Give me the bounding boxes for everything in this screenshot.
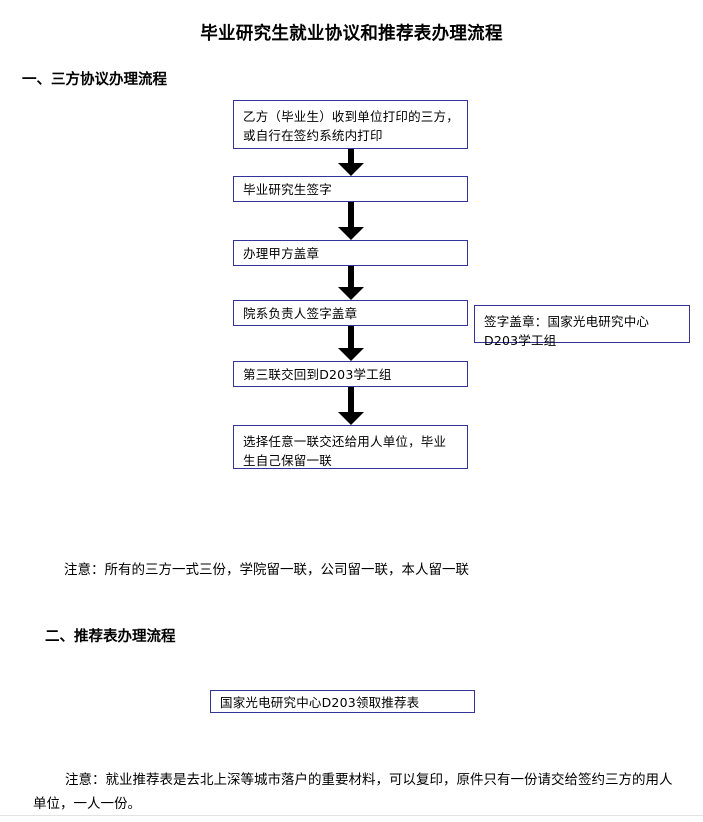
arrow-head (338, 287, 364, 300)
bottom-divider (0, 815, 703, 816)
arrow-shaft (348, 149, 354, 163)
flow-arrow-3 (338, 266, 364, 300)
section-heading-2: 二、推荐表办理流程 (45, 629, 176, 645)
arrow-head (338, 163, 364, 176)
page-title: 毕业研究生就业协议和推荐表办理流程 (200, 24, 503, 44)
flow-step-5: 第三联交回到D203学工组 (233, 361, 468, 387)
flow-step-6: 选择任意一联交还给用人单位，毕业 生自己保留一联 (233, 425, 468, 469)
flow-step-3: 办理甲方盖章 (233, 240, 468, 266)
arrow-head (338, 348, 364, 361)
flow-step-1: 乙方（毕业生）收到单位打印的三方， 或自行在签约系统内打印 (233, 100, 468, 149)
arrow-shaft (348, 266, 354, 287)
arrow-shaft (348, 387, 354, 412)
flow-side-note: 签字盖章：国家光电研究中心 D203学工组 (474, 305, 690, 348)
arrow-head (338, 227, 364, 240)
flow-step-2: 毕业研究生签字 (233, 176, 468, 202)
section-heading-1: 一、三方协议办理流程 (22, 72, 167, 88)
flow-arrow-1 (338, 149, 364, 176)
section-note-1: 注意：所有的三方一式三份，学院留一联，公司留一联，本人留一联 (64, 562, 469, 578)
flow-arrow-2 (338, 202, 364, 240)
flow-step-recommendation: 国家光电研究中心D203领取推荐表 (210, 690, 475, 713)
section-note-2: 注意：就业推荐表是去北上深等城市落户的重要材料，可以复印，原件只有一份请交给签约… (33, 772, 673, 812)
arrow-shaft (348, 202, 354, 227)
arrow-shaft (348, 326, 354, 348)
flow-step-4: 院系负责人签字盖章 (233, 300, 468, 326)
flow-arrow-4 (338, 326, 364, 361)
arrow-head (338, 412, 364, 425)
flow-arrow-5 (338, 387, 364, 425)
